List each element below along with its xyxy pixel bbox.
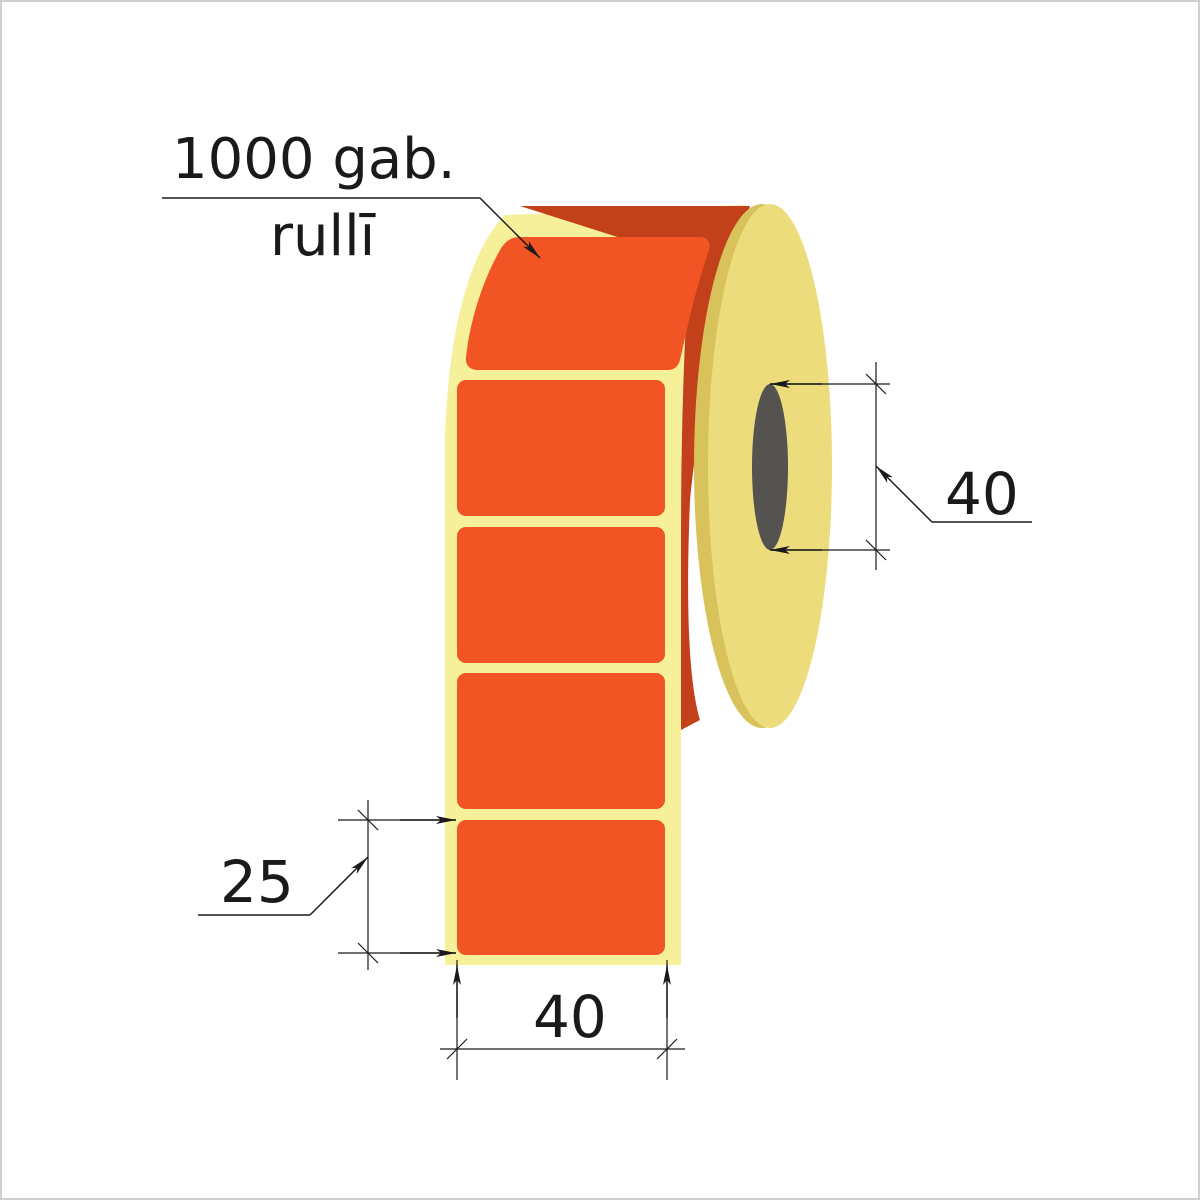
label <box>457 673 665 809</box>
label <box>457 380 665 516</box>
label-height-value: 25 <box>220 848 294 916</box>
label-height-dimension: 25 <box>198 800 456 970</box>
core-diameter-dimension: 40 <box>770 362 1032 570</box>
unit-text: rullī <box>270 204 376 269</box>
label-width-dimension: 40 <box>440 960 685 1080</box>
core-hole <box>752 384 788 550</box>
labels-on-web <box>457 380 665 955</box>
label <box>457 820 665 955</box>
core-diameter-value: 40 <box>945 460 1019 528</box>
roll-wound-edge <box>520 206 750 730</box>
quantity-text: 1000 gab. <box>172 127 456 192</box>
label <box>457 527 665 663</box>
label-top-curved <box>465 237 710 370</box>
label-width-value: 40 <box>533 983 607 1051</box>
quantity-callout: 1000 gab. rullī <box>162 127 541 269</box>
